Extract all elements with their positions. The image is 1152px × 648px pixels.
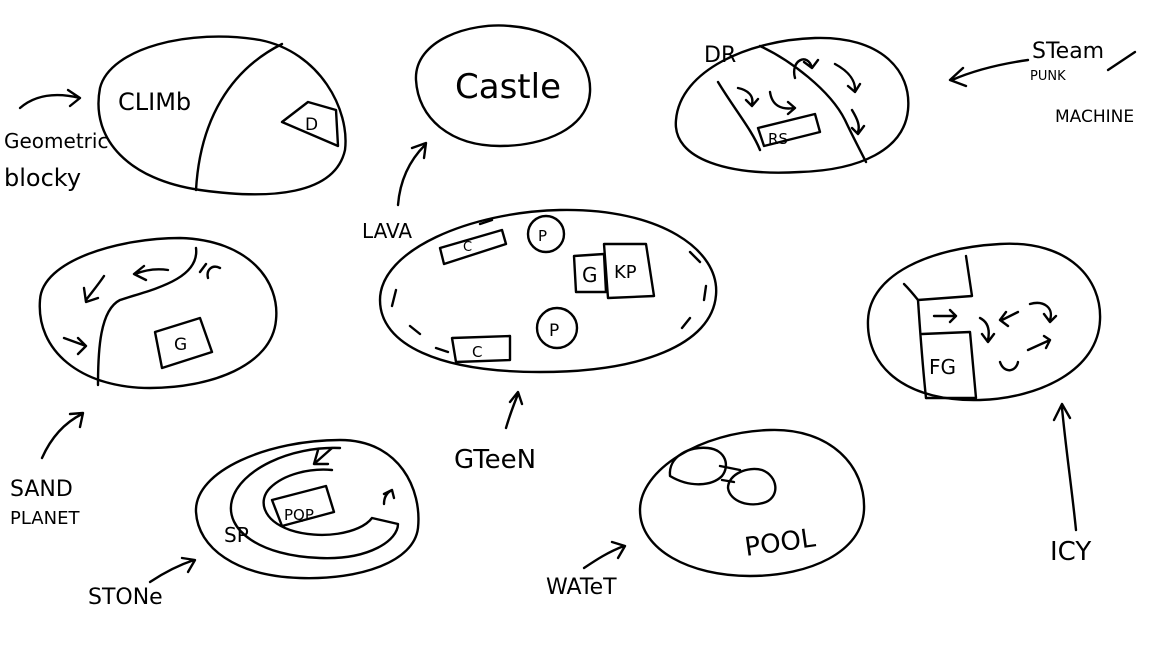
climb-annotation-geometric: Geometric	[4, 129, 108, 153]
icy-room-fg-outline	[920, 330, 978, 400]
green-room-kp-box	[602, 242, 656, 300]
steampunk-slash	[1106, 50, 1137, 72]
icy-arrows	[932, 301, 1058, 372]
stone-annotation: STONe	[88, 585, 163, 610]
steampunk-wall-right	[758, 44, 868, 164]
island-sand: G SAND PLANET	[10, 236, 278, 529]
island-steampunk: DR RS STeam PUNK MACHINE	[674, 36, 1137, 174]
water-pool-right	[726, 467, 777, 506]
sand-room-g-outline	[153, 316, 214, 370]
island-water: POOL WATeT	[546, 428, 866, 600]
water-pool-label: POOL	[743, 523, 818, 563]
green-room-p-bottom-label: P	[549, 321, 559, 341]
steampunk-annotation-steam: STeam	[1032, 39, 1104, 64]
green-annotation: GTeeN	[454, 445, 536, 475]
green-room-g-box	[572, 252, 608, 294]
water-arrow	[582, 540, 627, 570]
climb-room-d-outline	[280, 100, 340, 148]
green-room-kp-label: KP	[614, 262, 637, 283]
stone-room-pqp: PQP	[284, 506, 314, 524]
sand-arrow	[40, 411, 85, 460]
steampunk-room-rs-outline	[756, 112, 822, 148]
icy-arrow	[1052, 402, 1078, 532]
island-sand-outline	[38, 236, 278, 390]
island-stone-outline	[194, 438, 420, 580]
lava-annotation: LAVA	[362, 219, 412, 243]
water-pool-left	[668, 446, 728, 486]
island-castle: Castle LAVA	[362, 24, 592, 243]
icy-annotation: ICY	[1050, 537, 1091, 567]
green-room-c-bottom-label: C	[472, 343, 482, 361]
green-room-c-top-label: C	[463, 240, 472, 255]
stone-spiral	[229, 446, 400, 560]
island-steampunk-outline	[674, 36, 910, 174]
island-castle-outline	[414, 24, 592, 148]
climb-room-d: D	[305, 115, 318, 135]
green-arrow	[504, 390, 524, 430]
icy-wall-left	[916, 298, 928, 400]
island-green: C P G KP P C GTeeN	[378, 208, 718, 475]
island-green-outline	[378, 208, 718, 374]
stone-arrow	[148, 556, 197, 584]
green-room-p-top-label: P	[538, 227, 547, 245]
lava-arrow	[396, 141, 428, 207]
castle-label: Castle	[455, 67, 561, 107]
green-inner-dashes	[390, 218, 708, 354]
sand-divider	[96, 246, 198, 387]
green-room-p-top	[526, 214, 566, 254]
icy-room-fg: FG	[929, 355, 956, 379]
steampunk-annotation-machine: MACHINE	[1055, 107, 1134, 127]
climb-annotation-blocky: blocky	[4, 164, 81, 192]
stone-arrows	[312, 446, 396, 506]
green-room-g-label: G	[582, 263, 598, 287]
steampunk-room-rs: RS	[768, 130, 788, 148]
steampunk-arrows	[736, 58, 866, 136]
sand-annotation-sand: SAND	[10, 477, 73, 502]
water-pool-channel	[718, 464, 742, 484]
steampunk-arrow	[948, 58, 1030, 88]
sand-room-g: G	[174, 335, 187, 355]
island-icy: FG ICY	[866, 242, 1102, 567]
steampunk-label-dr: DR	[704, 43, 736, 68]
green-room-c-top	[438, 228, 508, 266]
island-climb: CLIMb D Geometric blocky	[4, 35, 347, 196]
island-stone: PQP SP STONe	[88, 438, 420, 610]
island-icy-outline	[866, 242, 1102, 402]
green-room-p-bottom	[535, 306, 579, 350]
sand-arrows	[62, 262, 222, 356]
green-room-c-bottom	[450, 334, 512, 364]
water-annotation: WATeT	[546, 575, 617, 600]
steampunk-annotation-punk: PUNK	[1030, 69, 1066, 84]
sand-annotation-planet: PLANET	[10, 508, 80, 529]
island-climb-outline	[97, 35, 347, 196]
steampunk-wall-left	[716, 80, 762, 152]
climb-label: CLIMb	[118, 88, 191, 116]
climb-divider	[194, 42, 284, 192]
stone-room-pqp-outline	[270, 484, 336, 528]
climb-arrow	[18, 88, 82, 110]
stone-room-sp: SP	[224, 523, 249, 547]
island-water-outline	[638, 428, 866, 578]
